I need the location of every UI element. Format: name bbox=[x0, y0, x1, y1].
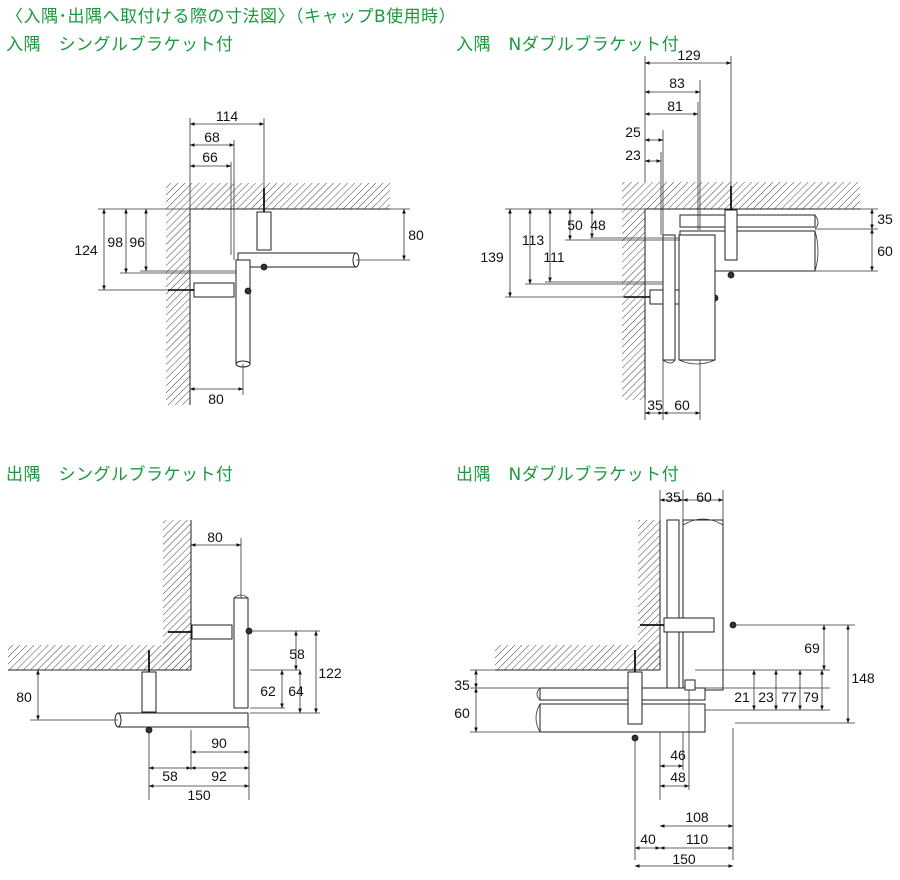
dim-81: 81 bbox=[667, 98, 683, 114]
outside-double-title: 出隅 Nダブルブラケット付 bbox=[456, 465, 680, 485]
page-title: 〈入隅･出隅へ取付ける際の寸法図〉（キャップB使用時） bbox=[6, 7, 457, 27]
dim-23: 23 bbox=[758, 689, 774, 705]
side-wall bbox=[163, 520, 191, 670]
dim-96: 96 bbox=[129, 234, 145, 250]
dim-48: 48 bbox=[670, 769, 686, 785]
dim-122: 122 bbox=[318, 665, 342, 681]
dim-46: 46 bbox=[670, 747, 686, 763]
dim-80-top: 80 bbox=[207, 529, 223, 545]
dim-35-right: 35 bbox=[877, 211, 893, 227]
dim-129: 129 bbox=[677, 47, 701, 63]
dim-60-bottom: 60 bbox=[674, 397, 690, 413]
dim-80-right: 80 bbox=[408, 227, 424, 243]
dim-60-right: 60 bbox=[877, 243, 893, 259]
inside-single-title: 入隅 シングルブラケット付 bbox=[6, 35, 234, 55]
dim-92: 92 bbox=[211, 768, 227, 784]
side-wall bbox=[638, 520, 660, 670]
dim-113: 113 bbox=[522, 232, 545, 248]
outside-single-title: 出隅 シングルブラケット付 bbox=[6, 465, 234, 485]
dim-80-bottom: 80 bbox=[208, 391, 224, 407]
floor-wall bbox=[495, 645, 660, 670]
dim-60-left: 60 bbox=[454, 705, 470, 721]
dim-79: 79 bbox=[803, 689, 819, 705]
dim-150: 150 bbox=[672, 851, 696, 867]
dim-111: 111 bbox=[543, 249, 564, 265]
dim-110: 110 bbox=[686, 831, 709, 847]
dim-60-top: 60 bbox=[696, 489, 712, 505]
dim-35-top: 35 bbox=[665, 489, 681, 505]
dim-23: 23 bbox=[625, 147, 641, 163]
inside-single-diagram: 114 68 66 124 98 96 80 80 bbox=[74, 108, 424, 407]
dim-35-left: 35 bbox=[454, 677, 470, 693]
dim-69: 69 bbox=[804, 640, 820, 656]
ceiling-wall bbox=[645, 182, 860, 209]
dim-114: 114 bbox=[216, 108, 239, 124]
dim-25: 25 bbox=[625, 124, 641, 140]
dim-80-left: 80 bbox=[16, 689, 32, 705]
inside-double-diagram: 129 83 81 25 23 50 48 113 111 139 35 60 … bbox=[480, 47, 893, 420]
dim-62: 62 bbox=[260, 683, 276, 699]
floor-wall bbox=[8, 645, 191, 670]
outside-double-diagram: 35 60 69 148 35 60 21 23 77 79 46 48 108… bbox=[454, 489, 875, 868]
ceiling-wall bbox=[190, 183, 390, 209]
dim-83: 83 bbox=[669, 75, 685, 91]
dim-35-bottom: 35 bbox=[647, 397, 663, 413]
dim-124: 124 bbox=[74, 242, 98, 258]
dim-50: 50 bbox=[567, 217, 583, 233]
dim-21: 21 bbox=[734, 689, 750, 705]
side-wall bbox=[622, 182, 645, 400]
dim-48: 48 bbox=[590, 217, 606, 233]
dim-98: 98 bbox=[107, 234, 123, 250]
dim-77: 77 bbox=[781, 689, 797, 705]
inside-double-title: 入隅 Nダブルブラケット付 bbox=[456, 35, 680, 55]
dim-108: 108 bbox=[685, 809, 709, 825]
dim-148: 148 bbox=[851, 670, 875, 686]
dim-68: 68 bbox=[204, 129, 220, 145]
dim-150: 150 bbox=[187, 787, 211, 803]
dim-40: 40 bbox=[640, 831, 656, 847]
dim-139: 139 bbox=[480, 249, 504, 265]
outside-single-diagram: 80 58 122 62 64 80 90 58 92 150 bbox=[8, 520, 342, 803]
dim-66: 66 bbox=[202, 149, 218, 165]
dim-58: 58 bbox=[289, 646, 305, 662]
dim-90: 90 bbox=[211, 735, 227, 751]
side-wall bbox=[166, 183, 190, 405]
dim-64: 64 bbox=[288, 683, 304, 699]
dim-58-bottom: 58 bbox=[162, 768, 178, 784]
